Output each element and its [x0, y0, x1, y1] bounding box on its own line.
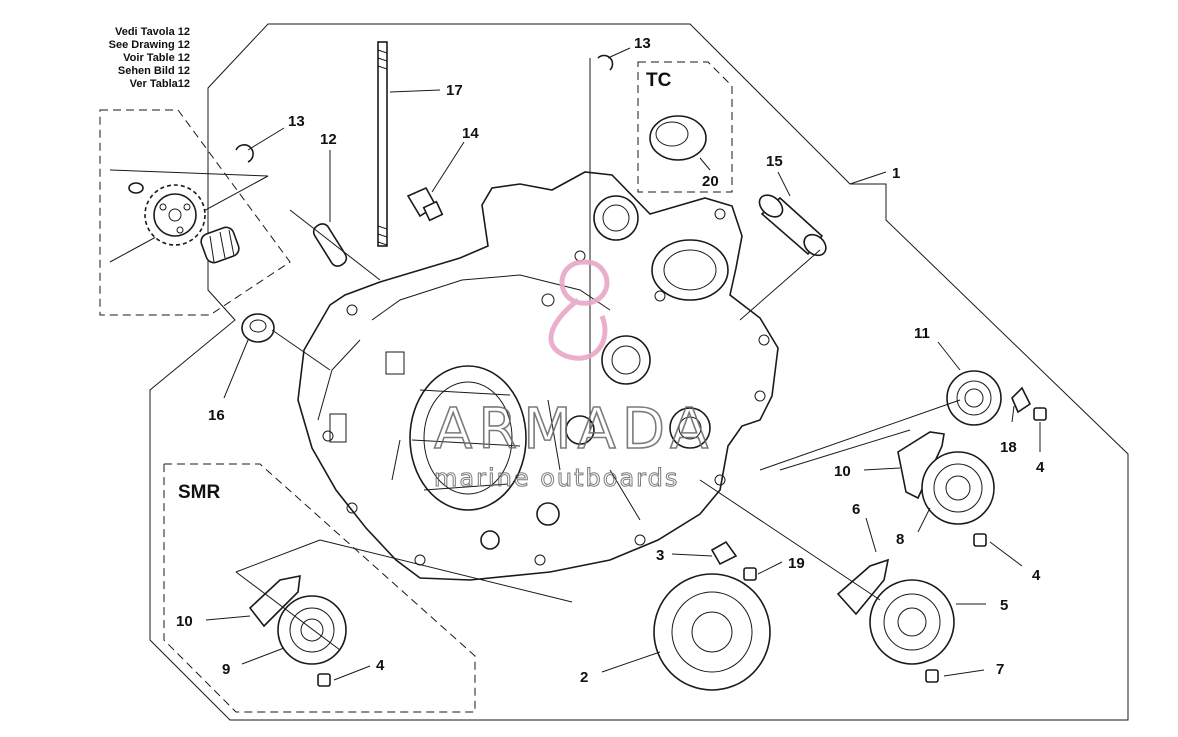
screw-4-top [1033, 407, 1047, 421]
bushing-left [241, 313, 275, 343]
reference-note-line-it: Vedi Tavola 12 [114, 26, 190, 38]
callout-13-right: 13 [634, 35, 651, 52]
smr-box [163, 463, 476, 713]
callout-11: 11 [914, 325, 930, 342]
callout-16: 16 [208, 407, 225, 424]
plug-cap [649, 115, 707, 161]
bearing-9 [277, 595, 347, 665]
reference-note: Vedi Tavola 12 See Drawing 12 Voir Table… [60, 26, 190, 91]
retainer-plate-18 [1011, 386, 1032, 414]
callout-15: 15 [766, 153, 783, 170]
bearing-5 [869, 579, 955, 665]
smr-label: SMR [178, 482, 221, 503]
callout-8: 8 [896, 531, 904, 548]
reference-subassembly-box [99, 109, 291, 316]
circlip-right [597, 54, 614, 71]
callout-3: 3 [656, 547, 664, 564]
reference-gear-set [109, 169, 269, 264]
callout-2: 2 [580, 669, 588, 686]
reference-note-line-de: Sehen Bild 12 [117, 65, 190, 77]
callout-12: 12 [320, 131, 337, 148]
callout-10-right: 10 [834, 463, 851, 480]
assembly-boundary [149, 23, 1129, 721]
callout-9: 9 [222, 661, 230, 678]
reference-note-line-es: Ver Tabla12 [129, 78, 190, 90]
callout-6: 6 [852, 501, 860, 518]
callout-13-left: 13 [288, 113, 305, 130]
callout-4-top: 4 [1036, 459, 1045, 476]
bearing-11 [946, 370, 1002, 426]
armada-watermark: ARMADA marine outboards [433, 259, 714, 493]
temperature-sensor [406, 186, 444, 222]
retainer-plate-10-right [897, 431, 945, 500]
stud-bolt [377, 41, 388, 247]
crankcase-half [297, 171, 779, 581]
callout-14: 14 [462, 125, 479, 142]
retainer-plate-3 [710, 540, 738, 566]
callout-1: 1 [892, 165, 900, 182]
callout-10-smr: 10 [176, 613, 193, 630]
callout-5: 5 [1000, 597, 1008, 614]
callout-4-smr: 4 [376, 657, 385, 674]
tc-box [637, 61, 733, 193]
retainer-plate-6 [836, 558, 890, 616]
callout-numbers: 1 2 3 4 4 4 5 6 7 8 9 10 10 11 12 13 13 … [176, 35, 1045, 686]
bearing-2 [653, 573, 771, 691]
bearing-8 [921, 451, 995, 525]
callout-18: 18 [1000, 439, 1017, 456]
callout-4-middle: 4 [1032, 567, 1041, 584]
dowel-pin [312, 223, 348, 267]
leader-lines [205, 47, 1041, 681]
bushing-right [758, 194, 827, 257]
watermark-tagline: marine outboards [434, 464, 679, 492]
reference-note-line-fr: Voir Table 12 [123, 52, 190, 64]
screw-4-smr [317, 673, 331, 687]
tc-label: TC [646, 70, 672, 91]
screw-19 [743, 567, 757, 581]
watermark-brand: ARMADA [434, 397, 714, 462]
seahorse-logo [548, 259, 610, 361]
screw-7 [925, 669, 939, 683]
callout-20: 20 [702, 173, 719, 190]
callout-19: 19 [788, 555, 805, 572]
circlip-left [235, 144, 254, 163]
callout-7: 7 [996, 661, 1004, 678]
callout-17: 17 [446, 82, 463, 99]
screw-4-middle [973, 533, 987, 547]
reference-note-line-en: See Drawing 12 [108, 39, 190, 51]
